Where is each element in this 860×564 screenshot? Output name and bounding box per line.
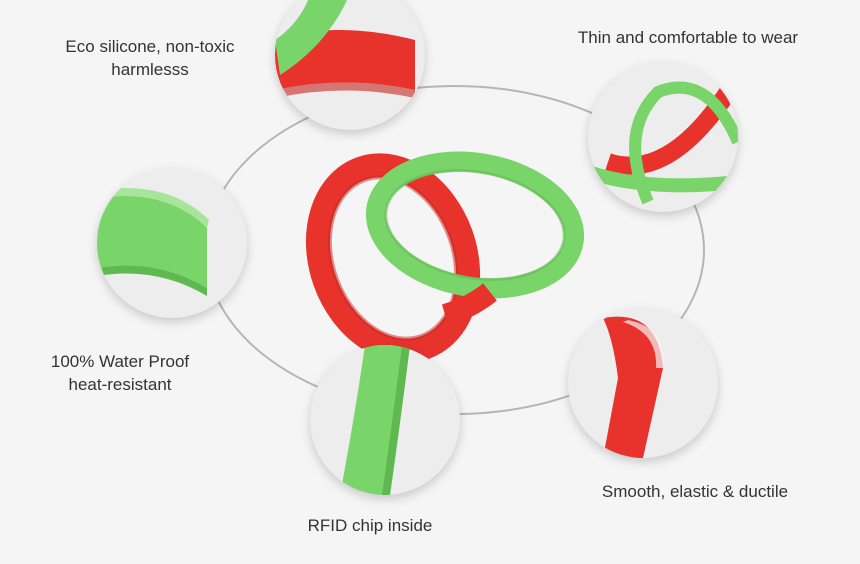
waterproof-label: 100% Water Proof heat-resistant [20, 350, 220, 396]
eco-silicone-label: Eco silicone, non-toxic harmlesss [30, 35, 270, 81]
thin-comfortable-label: Thin and comfortable to wear [548, 26, 828, 49]
waterproof-line2: heat-resistant [68, 375, 172, 394]
eco-line1: Eco silicone, non-toxic [65, 37, 235, 56]
waterproof-closeup [97, 168, 247, 318]
eco-line2: harmlesss [111, 60, 189, 79]
thin-line1: Thin and comfortable to wear [577, 28, 799, 47]
eco-silicone-closeup [275, 0, 425, 130]
rfid-closeup [310, 345, 460, 495]
wristbands-product-image [305, 151, 585, 360]
smooth-line1: Smooth, elastic & ductile [601, 482, 789, 501]
rfid-chip-label: RFID chip inside [270, 514, 470, 537]
smooth-band-closeup [568, 308, 718, 458]
waterproof-line1: 100% Water Proof [50, 352, 190, 371]
smooth-elastic-label: Smooth, elastic & ductile [565, 480, 825, 503]
rfid-line1: RFID chip inside [307, 516, 433, 535]
thin-band-closeup [588, 62, 738, 212]
